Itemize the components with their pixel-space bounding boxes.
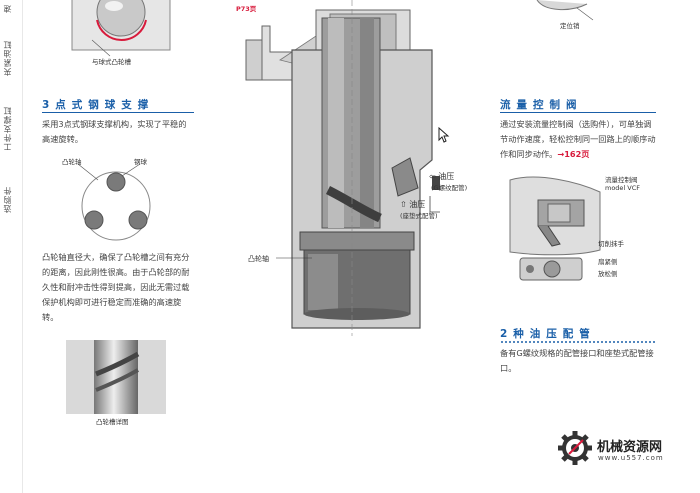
- section-pipe-title: 2种油压配管: [500, 328, 596, 340]
- section-flow-text: 通过安装流量控制阀（选购件），可单独调节动作速度，轻松控制同一回路上的顺序动作和…: [500, 117, 658, 162]
- mouse-cursor-icon: [438, 127, 450, 143]
- cam-shaft-label: 凸轮轴: [248, 255, 269, 263]
- side-tab-speed[interactable]: 速: [3, 4, 12, 13]
- label-flow-valve-model: model VCF: [605, 184, 641, 192]
- side-tab-work-support[interactable]: 工件支撑缸: [3, 106, 12, 151]
- port-label-pad-text: 油压: [409, 200, 426, 209]
- section-ball-text2: 凸轮轴直径大，确保了凸轮槽之间有充分的距离，因此刚性很高。由于凸轮部的耐久性和耐…: [42, 252, 190, 322]
- section-ball-text: 采用3点式钢球支撑机构，实现了平稳的高速旋转。: [42, 119, 187, 144]
- flow-control-valve-diagram: [509, 176, 601, 281]
- section-flow-underline: [500, 112, 656, 113]
- side-divider: [22, 0, 23, 493]
- label-cam-shaft-small: 凸轮轴: [62, 158, 82, 166]
- label-release-side: 放松侧: [598, 270, 618, 278]
- label-clamp-side: 扇紧侧: [598, 258, 618, 266]
- ball-groove-diagram: [71, 0, 171, 57]
- port-label-g-thread-sub: (G螺纹配管): [431, 184, 468, 192]
- photo-caption: 凸轮槽详图: [96, 418, 129, 426]
- section-pipe-dots: [500, 341, 656, 343]
- port-label-g-thread-text: 油压: [438, 172, 455, 181]
- label-steel-ball: 钢球: [134, 158, 147, 166]
- port-label-g-thread: ⇦ 油压: [429, 172, 455, 181]
- section-flow-ref-link[interactable]: →162页: [557, 149, 590, 159]
- label-flow-valve: 流量控制阀: [605, 176, 638, 184]
- section-flow-title: 流量控制阀: [500, 99, 583, 111]
- gear-logo-icon: [558, 431, 592, 465]
- swing-clamp-cutaway: [245, 0, 440, 336]
- section-flow-text-body: 通过安装流量控制阀（选购件），可单独调节动作速度，轻松控制同一回路上的顺序动作和…: [500, 119, 656, 159]
- side-tab-clamp-cylinder[interactable]: 夹紧油缸: [3, 40, 12, 76]
- section-ball-underline: [42, 112, 194, 113]
- locating-pin-diagram: [536, 0, 594, 21]
- port-label-pad-sub: (座垫式配管): [400, 212, 438, 220]
- side-tab-options[interactable]: 选购件: [3, 186, 12, 213]
- three-point-support-diagram: [77, 163, 151, 241]
- logo-url[interactable]: www.u557.com: [598, 454, 664, 462]
- label-switch: 切削抹手: [598, 240, 624, 248]
- cam-groove-photo: [66, 340, 166, 414]
- top-left-caption: 与球式凸轮槽: [92, 58, 131, 66]
- logo-name: 机械资源网: [597, 440, 663, 455]
- top-page-ref[interactable]: P73页: [236, 5, 257, 13]
- port-label-pad: ⇧ 油压: [400, 200, 426, 209]
- locating-pin-label: 定位销: [560, 22, 580, 30]
- section-ball-title: 3点式钢球支撑: [42, 99, 155, 111]
- section-pipe-text: 备有G螺纹规格的配管接口和座垫式配管接口。: [500, 348, 654, 373]
